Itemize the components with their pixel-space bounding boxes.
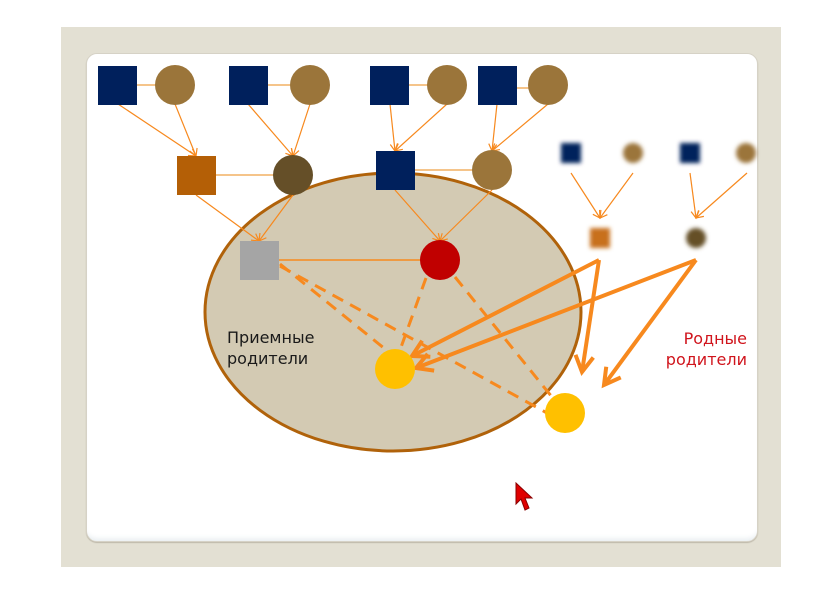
mother-1 [273, 155, 313, 195]
adoptive-mother [420, 240, 460, 280]
mouse-pointer-icon [515, 482, 534, 511]
birth-grandfather-2 [680, 143, 700, 163]
descent-arrow [247, 103, 294, 157]
grandfather-2 [229, 66, 268, 105]
birth-grandmother-2 [736, 143, 756, 163]
descent-arrow [488, 103, 498, 153]
descent-arrow [394, 189, 441, 242]
descent-arrow [290, 103, 311, 158]
birth-label-line2: родители [665, 350, 747, 369]
birth-father [590, 228, 610, 248]
descent-arrow [491, 103, 549, 152]
child-1 [375, 349, 415, 389]
grandmother-3 [427, 65, 467, 105]
birth-family-blurred [561, 143, 756, 248]
adoptive-dashed-lines [279, 262, 558, 415]
descent-arrow [439, 189, 493, 242]
adoptive-link [279, 264, 548, 415]
adoptive-label-line1: Приемные [227, 328, 315, 347]
adoptive-label-line2: родители [227, 349, 309, 368]
descent-arrows [117, 103, 748, 242]
adoptive-parents-label: Приемные родители [227, 327, 314, 369]
birth-arrow [416, 258, 697, 368]
grandfather-1 [98, 66, 137, 105]
descent-arrow [599, 172, 634, 219]
descent-arrow [695, 172, 748, 219]
birth-arrow [604, 258, 698, 385]
father-1 [177, 156, 216, 195]
descent-arrow [195, 194, 260, 242]
adoptive-link [398, 277, 428, 351]
marriage-lines [137, 84, 530, 176]
grandmother-4 [528, 65, 568, 105]
father-2 [376, 151, 415, 190]
birth-mother [686, 228, 706, 248]
adoptive-link [279, 262, 391, 355]
adoptive-father [240, 241, 279, 280]
adoptive-link [453, 276, 558, 403]
grandfather-4 [478, 66, 517, 105]
descent-arrow [689, 172, 700, 220]
adoptive-family-ellipse [203, 171, 583, 453]
birth-arrow [412, 258, 600, 356]
grandmother-2 [290, 65, 330, 105]
birth-parent-arrows [412, 258, 698, 385]
descent-arrow [389, 103, 399, 153]
child-2 [545, 393, 585, 433]
grandfather-3 [370, 66, 409, 105]
birth-arrow [582, 259, 601, 372]
grandmother-1 [155, 65, 195, 105]
birth-grandmother-1 [623, 143, 643, 163]
birth-grandfather-1 [561, 143, 581, 163]
descent-arrow [570, 172, 601, 220]
descent-arrow [174, 103, 198, 158]
mother-2 [472, 150, 512, 190]
descent-arrow [258, 194, 294, 242]
birth-parents-label: Родные родители [662, 328, 747, 370]
descent-arrow [117, 103, 198, 157]
descent-arrow [394, 103, 448, 152]
birth-label-line1: Родные [683, 329, 747, 348]
